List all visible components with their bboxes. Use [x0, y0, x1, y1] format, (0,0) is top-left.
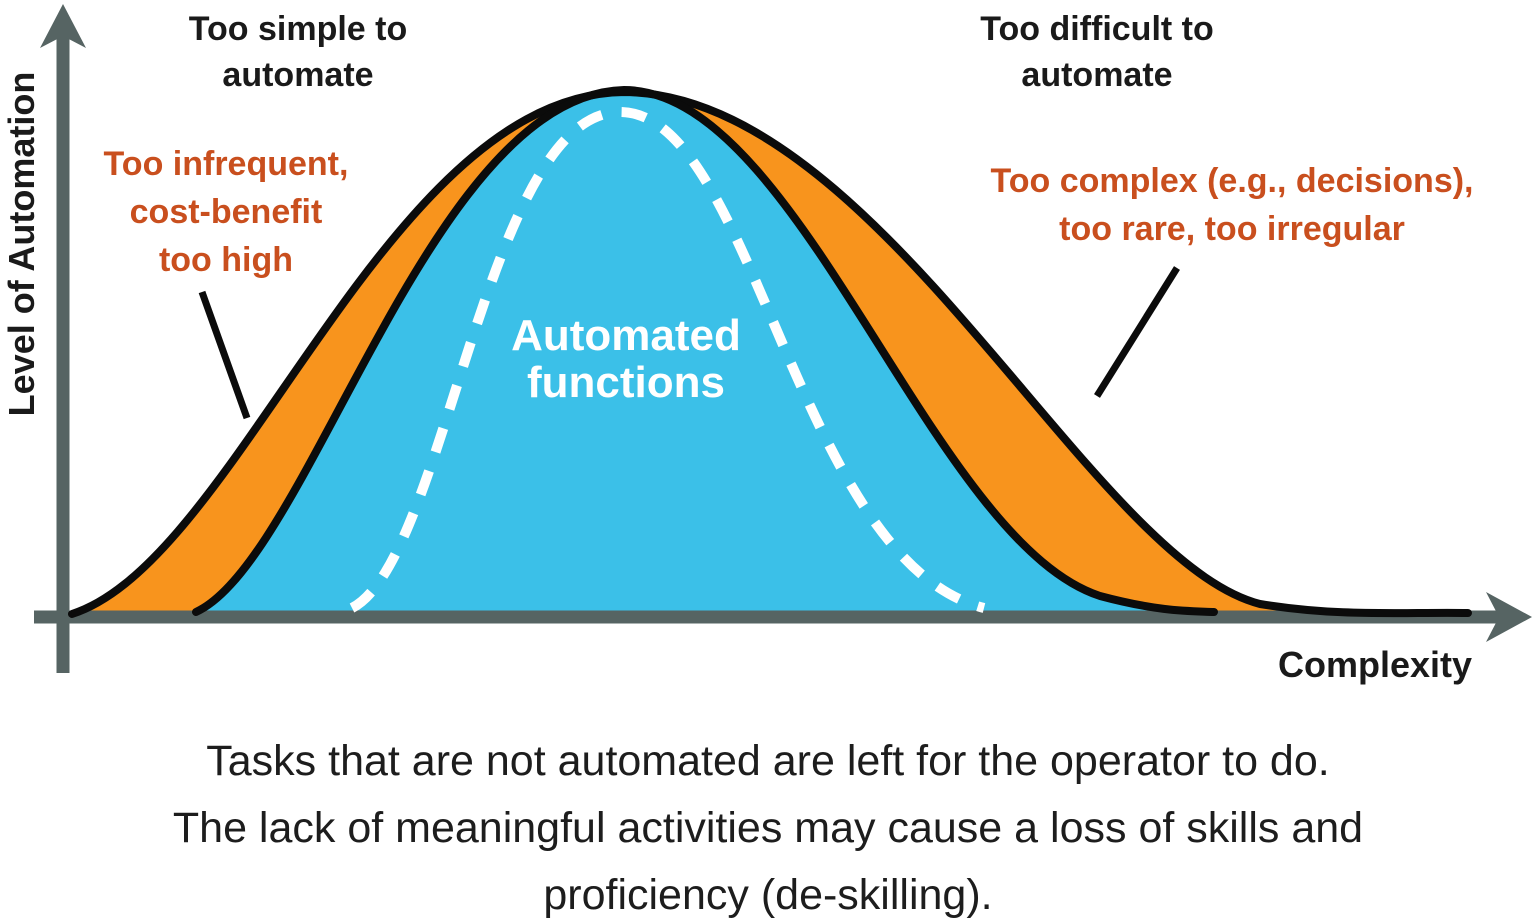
- caption-line: Tasks that are not automated are left fo…: [206, 737, 1330, 785]
- figure-caption: Tasks that are not automated are left fo…: [0, 728, 1536, 922]
- outer-envelope-outline: [68, 87, 1472, 618]
- y-axis-arrowhead-icon: [40, 4, 86, 48]
- annotation-too-simple: Too simple to automate: [189, 6, 407, 98]
- annotation-too-complex: Too complex (e.g., decisions), too rare,…: [990, 157, 1473, 253]
- annotation-line: Too simple to: [188, 10, 408, 48]
- automated-functions-label: Automated functions: [511, 312, 741, 406]
- x-axis-title: Complexity: [1277, 644, 1473, 685]
- automated-region-outline: [192, 85, 1218, 616]
- left-pointer-line: [198, 290, 251, 420]
- y-axis-title: Level of Automation: [1, 71, 42, 417]
- annotation-line: Too complex (e.g., decisions),: [990, 162, 1474, 200]
- annotation-line: functions: [527, 358, 725, 407]
- annotation-line: too rare, too irregular: [1059, 210, 1405, 248]
- annotation-line: automate: [222, 56, 374, 94]
- annotation-too-difficult: Too difficult to automate: [980, 6, 1214, 98]
- caption-line: proficiency (de-skilling).: [543, 871, 993, 919]
- annotation-line: Too infrequent,: [103, 145, 349, 183]
- annotation-line: too high: [158, 241, 294, 279]
- annotation-line: Automated: [511, 311, 741, 360]
- annotation-line: cost-benefit: [129, 193, 323, 231]
- x-axis-arrowhead-icon: [1486, 592, 1532, 642]
- caption-line: The lack of meaningful activities may ca…: [172, 804, 1364, 852]
- right-pointer-line: [1094, 266, 1180, 398]
- annotation-line: Too difficult to: [980, 10, 1214, 48]
- annotation-line: automate: [1021, 56, 1173, 94]
- annotation-too-infrequent: Too infrequent, cost-benefit too high: [104, 140, 349, 284]
